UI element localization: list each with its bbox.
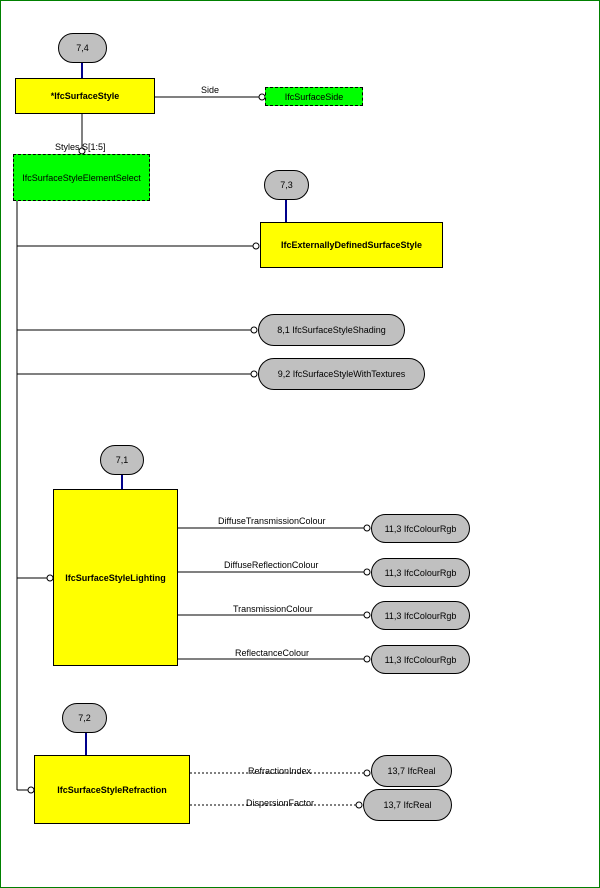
- off-page-ref-colour-rgb[interactable]: 11,3 IfcColourRgb: [371, 601, 470, 630]
- relation-label-styles: Styles S[1:5]: [55, 142, 106, 152]
- page-ref-7-3[interactable]: 7,3: [264, 170, 309, 200]
- relation-label-diffuse-transmission: DiffuseTransmissionColour: [218, 516, 326, 526]
- attr-end-circle: [355, 801, 363, 809]
- off-page-ref-colour-rgb[interactable]: 11,3 IfcColourRgb: [371, 514, 470, 543]
- select-surface-style-element[interactable]: IfcSurfaceStyleElementSelect: [13, 154, 150, 201]
- entity-surface-style-refraction[interactable]: IfcSurfaceStyleRefraction: [34, 755, 190, 824]
- off-page-ref-colour-rgb[interactable]: 11,3 IfcColourRgb: [371, 645, 470, 674]
- branch-end-circle: [252, 242, 260, 250]
- off-page-ref-colour-rgb[interactable]: 11,3 IfcColourRgb: [371, 558, 470, 587]
- page-ref-7-2[interactable]: 7,2: [62, 703, 107, 733]
- page-ref-7-4[interactable]: 7,4: [58, 33, 107, 63]
- select-ifc-surface-side[interactable]: IfcSurfaceSide: [265, 87, 363, 106]
- off-page-ref-ifc-real[interactable]: 13,7 IfcReal: [371, 755, 452, 787]
- page-ref-7-1[interactable]: 7,1: [100, 445, 144, 475]
- relation-label-refraction-index: RefractionIndex: [248, 766, 312, 776]
- attr-end-circle: [363, 568, 371, 576]
- relation-label-reflectance: ReflectanceColour: [235, 648, 310, 658]
- entity-ifc-surface-style[interactable]: *IfcSurfaceStyle: [15, 78, 155, 114]
- entity-surface-style-lighting[interactable]: IfcSurfaceStyleLighting: [53, 489, 178, 666]
- relation-label-side: Side: [201, 85, 220, 95]
- off-page-ref-shading[interactable]: 8,1 IfcSurfaceStyleShading: [258, 314, 405, 346]
- entity-externally-defined-surface-style[interactable]: IfcExternallyDefinedSurfaceStyle: [260, 222, 443, 268]
- relation-label-diffuse-reflection: DiffuseReflectionColour: [224, 560, 319, 570]
- off-page-ref-ifc-real[interactable]: 13,7 IfcReal: [363, 789, 452, 821]
- attr-end-circle: [363, 611, 371, 619]
- attr-end-circle: [363, 524, 371, 532]
- attr-end-circle: [363, 655, 371, 663]
- off-page-ref-with-textures[interactable]: 9,2 IfcSurfaceStyleWithTextures: [258, 358, 425, 390]
- branch-end-circle: [250, 370, 258, 378]
- relation-label-transmission: TransmissionColour: [233, 604, 313, 614]
- attr-end-circle: [363, 769, 371, 777]
- branch-end-circle: [250, 326, 258, 334]
- relation-label-dispersion-factor: DispersionFactor: [246, 798, 315, 808]
